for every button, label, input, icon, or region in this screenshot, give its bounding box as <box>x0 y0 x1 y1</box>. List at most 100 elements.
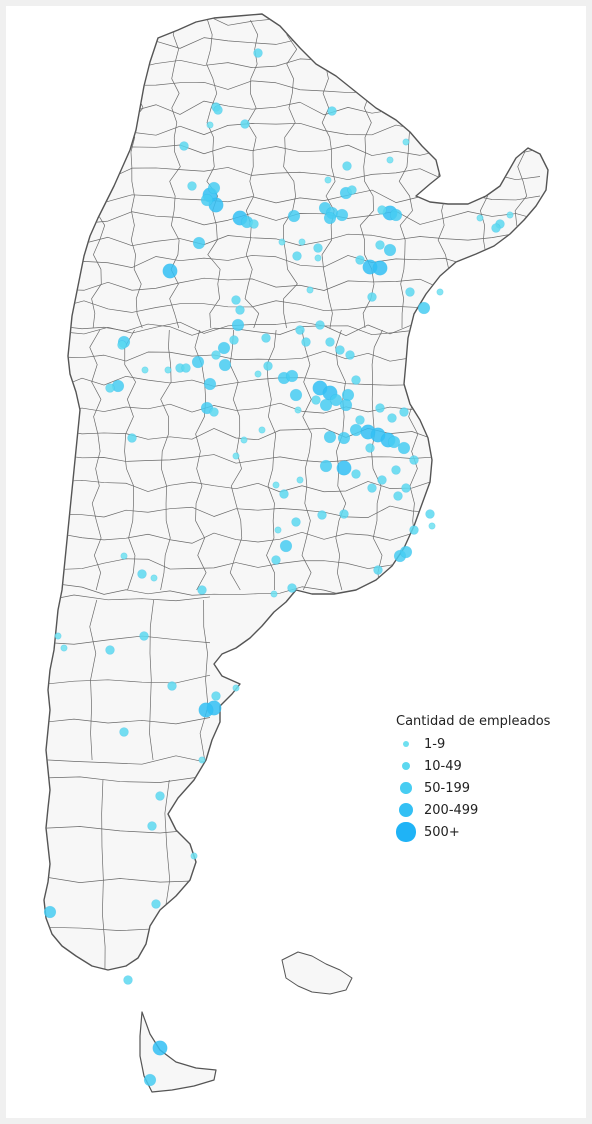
department-border <box>52 19 67 329</box>
employee-marker <box>335 345 345 355</box>
employee-marker <box>235 305 245 315</box>
legend-item-50-199: 50-199 <box>396 777 550 799</box>
employee-marker <box>311 395 321 405</box>
department-border <box>59 210 541 226</box>
employee-marker <box>391 465 401 475</box>
legend-label: 1-9 <box>424 736 446 752</box>
employee-marker <box>355 255 365 265</box>
employee-marker <box>258 426 266 434</box>
employee-marker <box>315 320 325 330</box>
employee-marker <box>393 491 403 501</box>
department-border <box>199 599 209 761</box>
employee-marker <box>141 366 149 374</box>
employee-marker <box>279 489 289 499</box>
employee-marker <box>152 1040 168 1056</box>
employee-marker <box>409 525 419 535</box>
department-border <box>44 875 201 883</box>
employee-marker <box>289 388 303 402</box>
employee-marker <box>139 631 149 641</box>
department-border <box>59 505 457 518</box>
employee-marker <box>274 526 282 534</box>
department-border <box>44 779 45 981</box>
legend-marker <box>400 782 412 794</box>
department-border <box>124 329 136 591</box>
employee-marker <box>179 141 189 151</box>
legend-item-1-9: 1-9 <box>396 733 550 755</box>
employee-marker <box>337 431 351 445</box>
employee-marker <box>231 318 245 332</box>
employee-marker <box>319 398 333 412</box>
department-border <box>59 35 541 50</box>
employee-marker <box>191 355 205 369</box>
employee-marker <box>345 350 355 360</box>
employee-marker <box>43 905 57 919</box>
employee-marker <box>417 301 431 315</box>
employee-marker <box>405 287 415 297</box>
department-border <box>35 600 43 760</box>
employee-marker <box>327 106 337 116</box>
employee-marker <box>389 208 403 222</box>
employee-marker <box>377 205 387 215</box>
employee-marker <box>229 335 239 345</box>
employee-marker <box>278 238 286 246</box>
employee-marker <box>271 555 281 565</box>
employee-marker <box>402 138 410 146</box>
employee-marker <box>375 240 385 250</box>
legend-label: 10-49 <box>424 758 462 774</box>
employee-marker <box>295 325 305 335</box>
employee-marker <box>155 791 165 801</box>
department-border <box>321 19 336 329</box>
department-border <box>371 329 383 591</box>
employee-marker <box>294 406 302 414</box>
employee-marker <box>335 208 349 222</box>
legend-item-200-499: 200-499 <box>396 799 550 821</box>
department-border <box>44 717 211 725</box>
employee-marker <box>206 121 214 129</box>
employee-marker <box>249 219 259 229</box>
legend-marker <box>402 740 410 748</box>
employee-marker <box>190 852 198 860</box>
employee-marker <box>211 350 221 360</box>
employee-marker <box>218 358 232 372</box>
department-border <box>301 329 312 591</box>
employee-marker <box>213 105 223 115</box>
land-layer <box>43 13 549 1093</box>
employee-marker <box>367 483 377 493</box>
employee-marker <box>329 393 343 407</box>
employee-marker <box>351 469 361 479</box>
employee-marker <box>349 423 363 437</box>
department-border <box>59 402 457 414</box>
employee-marker <box>150 574 158 582</box>
department-border <box>229 329 243 591</box>
department-border <box>244 19 260 329</box>
department-border <box>283 19 298 329</box>
employee-marker <box>232 684 240 692</box>
map-panel: Cantidad de empleados 1-9 10-49 50-199 2… <box>6 6 586 1118</box>
employee-marker <box>167 681 177 691</box>
employee-marker <box>342 161 352 171</box>
employee-marker <box>313 243 323 253</box>
employee-marker <box>387 435 401 449</box>
department-border <box>59 323 457 337</box>
department-border <box>441 329 453 591</box>
employee-marker <box>373 565 383 575</box>
department-border <box>89 599 98 761</box>
employee-marker <box>325 337 335 347</box>
employee-marker <box>105 645 115 655</box>
employee-marker <box>147 821 157 831</box>
department-border <box>44 594 211 602</box>
employee-marker <box>192 236 206 250</box>
employee-marker <box>279 539 293 553</box>
department-border <box>59 350 457 362</box>
department-border <box>44 826 201 834</box>
employee-marker <box>399 545 413 559</box>
employee-marker <box>253 48 263 58</box>
department-border <box>44 755 211 765</box>
employee-marker <box>162 263 178 279</box>
employee-marker <box>291 517 301 527</box>
employee-marker <box>365 443 375 453</box>
employee-marker <box>383 243 397 257</box>
employee-marker <box>143 1073 157 1087</box>
department-border <box>266 329 277 591</box>
employee-marker <box>187 181 197 191</box>
